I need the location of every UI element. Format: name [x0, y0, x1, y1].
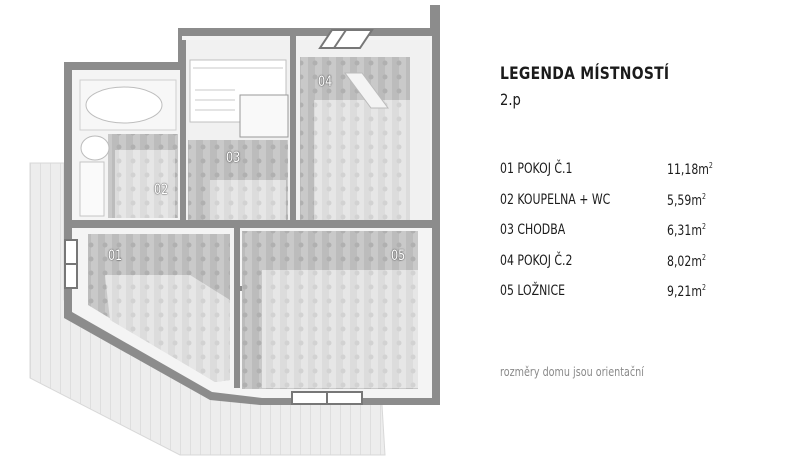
- legend-title: LEGENDA MÍSTNOSTÍ: [500, 64, 670, 84]
- room-label-03: 03: [226, 150, 241, 166]
- legend-row: 03 CHODBA 6,31m2: [500, 222, 750, 253]
- disclaimer-note: rozměry domu jsou orientační: [500, 365, 644, 379]
- legend-rows: 01 POKOJ Č.1 11,18m2 02 KOUPELNA + WC 5,…: [500, 161, 750, 314]
- room-legend: LEGENDA MÍSTNOSTÍ 2.p 01 POKOJ Č.1 11,18…: [500, 64, 760, 379]
- legend-row: 04 POKOJ Č.2 8,02m2: [500, 253, 750, 284]
- room-area: 6,31m2: [667, 222, 706, 239]
- room-name: 01 POKOJ Č.1: [500, 161, 573, 177]
- floor-plan: 01 02 03 04 05: [29, 5, 440, 456]
- legend-row: 02 KOUPELNA + WC 5,59m2: [500, 192, 750, 223]
- room-name: 03 CHODBA: [500, 222, 566, 238]
- room-area: 5,59m2: [667, 191, 706, 209]
- room-name: 04 POKOJ Č.2: [500, 252, 573, 269]
- room-label-05: 05: [391, 248, 406, 264]
- room-area: 8,02m2: [667, 252, 706, 270]
- room-label-01: 01: [108, 248, 123, 264]
- legend-row: 05 LOŽNICE 9,21m2: [500, 283, 750, 314]
- room-label-02: 02: [154, 182, 169, 198]
- room-area: 9,21m2: [667, 283, 706, 300]
- room-name: 02 KOUPELNA + WC: [500, 191, 611, 208]
- legend-row: 01 POKOJ Č.1 11,18m2: [500, 161, 750, 192]
- floor-label: 2.p: [500, 90, 521, 109]
- room-name: 05 LOŽNICE: [500, 283, 566, 299]
- room-label-04: 04: [318, 74, 333, 90]
- floor-plan-drawing: [29, 5, 440, 456]
- room-area: 11,18m2: [667, 161, 713, 178]
